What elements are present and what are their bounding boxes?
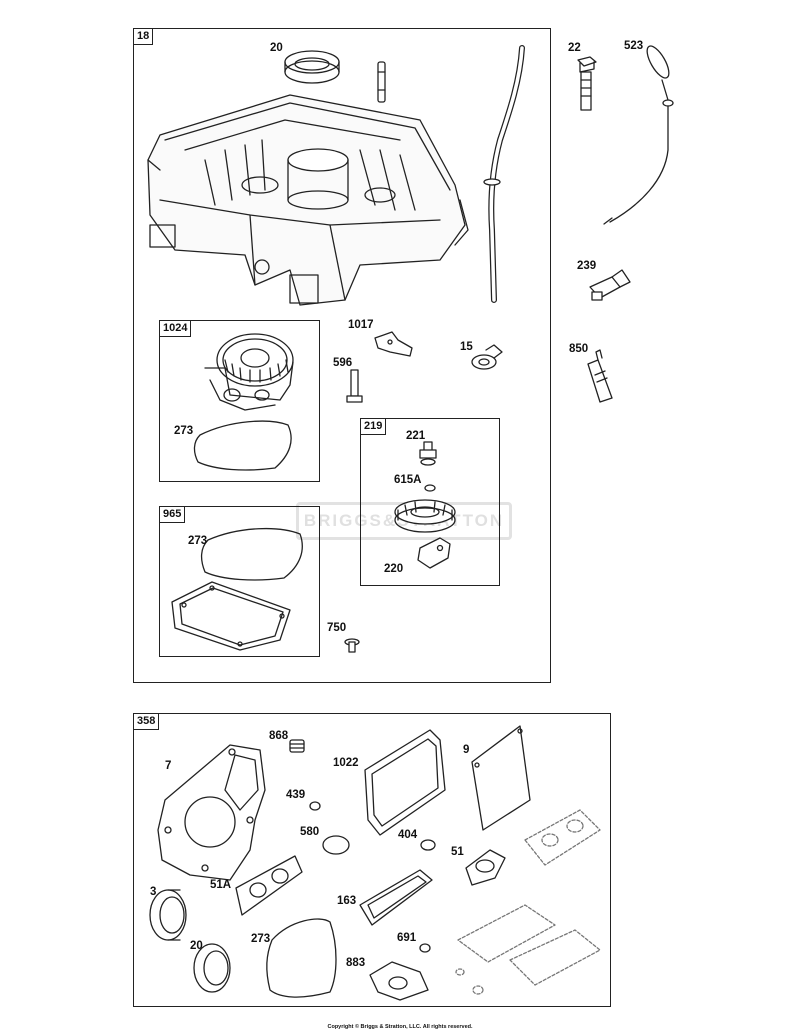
- callout-404: 404: [398, 829, 418, 841]
- gasket-273-1024-drawing: [193, 420, 292, 471]
- callout-51a: 51A: [210, 879, 232, 891]
- oring-580-drawing: [322, 835, 350, 855]
- callout-3: 3: [150, 886, 157, 898]
- screw-750-drawing: [344, 638, 360, 653]
- oil-filter-assembly-drawing: [394, 441, 456, 569]
- callout-51: 51: [451, 846, 464, 858]
- callout-273-965: 273: [188, 535, 208, 547]
- callout-883: 883: [346, 957, 366, 969]
- callout-1022: 1022: [333, 757, 359, 769]
- callout-580: 580: [300, 826, 320, 838]
- group-965-tag: 965: [160, 507, 186, 523]
- callout-615a: 615A: [394, 474, 422, 486]
- valve-seal-868-drawing: [289, 739, 305, 753]
- callout-439: 439: [286, 789, 306, 801]
- gasket-883-drawing: [369, 961, 429, 1001]
- callout-22: 22: [568, 42, 581, 54]
- group-219-box: 219: [360, 418, 500, 586]
- oil-pump-drawing: [204, 333, 294, 411]
- washer-439-drawing: [309, 801, 321, 811]
- group-219-tag: 219: [361, 419, 387, 435]
- callout-163: 163: [337, 895, 357, 907]
- rocker-gasket-1022-drawing: [364, 729, 446, 836]
- callout-9: 9: [463, 744, 470, 756]
- callout-20-seal: 20: [270, 42, 283, 54]
- group-1024-box: 1024: [159, 320, 320, 482]
- intake-gasket-51a-drawing: [235, 855, 303, 916]
- washer-404-drawing: [420, 839, 436, 851]
- callout-596: 596: [333, 357, 353, 369]
- group-18-tag: 18: [134, 29, 154, 45]
- callout-221: 221: [406, 430, 426, 442]
- cover-plate-drawing: [171, 581, 291, 651]
- callout-20-seal-358: 20: [190, 940, 203, 952]
- gasket-273-965-drawing: [200, 527, 303, 581]
- group-358-tag: 358: [134, 714, 160, 730]
- dipstick-tube-drawing: [483, 45, 525, 303]
- sealant-tube-drawing: [587, 349, 613, 403]
- washer-691-drawing: [419, 943, 431, 953]
- callout-220: 220: [384, 563, 404, 575]
- oil-seal-drawing: [284, 50, 340, 84]
- group-1024-tag: 1024: [160, 321, 192, 337]
- gasket-163-drawing: [359, 869, 433, 926]
- callout-750: 750: [327, 622, 347, 634]
- group-965-box: 965: [159, 506, 320, 657]
- bracket-drawing: [374, 331, 413, 357]
- group-18-box: 18: [133, 28, 551, 683]
- oil-seal-3-drawing: [149, 889, 187, 941]
- callout-15: 15: [460, 341, 473, 353]
- bolt-22-drawing: [577, 56, 597, 111]
- callout-691: 691: [397, 932, 417, 944]
- callout-239: 239: [577, 260, 597, 272]
- callout-868: 868: [269, 730, 289, 742]
- exhaust-gasket-outline-drawing: [524, 809, 601, 866]
- gasket-9-drawing: [471, 725, 531, 831]
- gasket-51-drawing: [465, 849, 506, 886]
- gasket-273-358-drawing: [266, 918, 337, 998]
- head-gasket-drawing: [157, 744, 266, 881]
- fitting-drawing: [471, 344, 503, 370]
- callout-7: 7: [165, 760, 172, 772]
- dipstick-drawing: [603, 45, 674, 225]
- callout-273-1024: 273: [174, 425, 194, 437]
- exhaust-gasket-set-outline-drawing: [455, 904, 601, 995]
- oil-sensor-drawing: [589, 269, 631, 301]
- copyright-notice: Copyright © Briggs & Stratton, LLC. All …: [327, 1024, 473, 1030]
- oil-seal-20-drawing: [193, 943, 231, 993]
- callout-850: 850: [569, 343, 589, 355]
- callout-1017: 1017: [348, 319, 374, 331]
- group-358-box: 358: [133, 713, 611, 1007]
- bolt-596-drawing: [346, 369, 363, 403]
- callout-273-358: 273: [251, 933, 271, 945]
- crankcase-cover-drawing: [147, 94, 469, 306]
- dowel-pin-drawing: [377, 61, 386, 103]
- callout-523: 523: [624, 40, 644, 52]
